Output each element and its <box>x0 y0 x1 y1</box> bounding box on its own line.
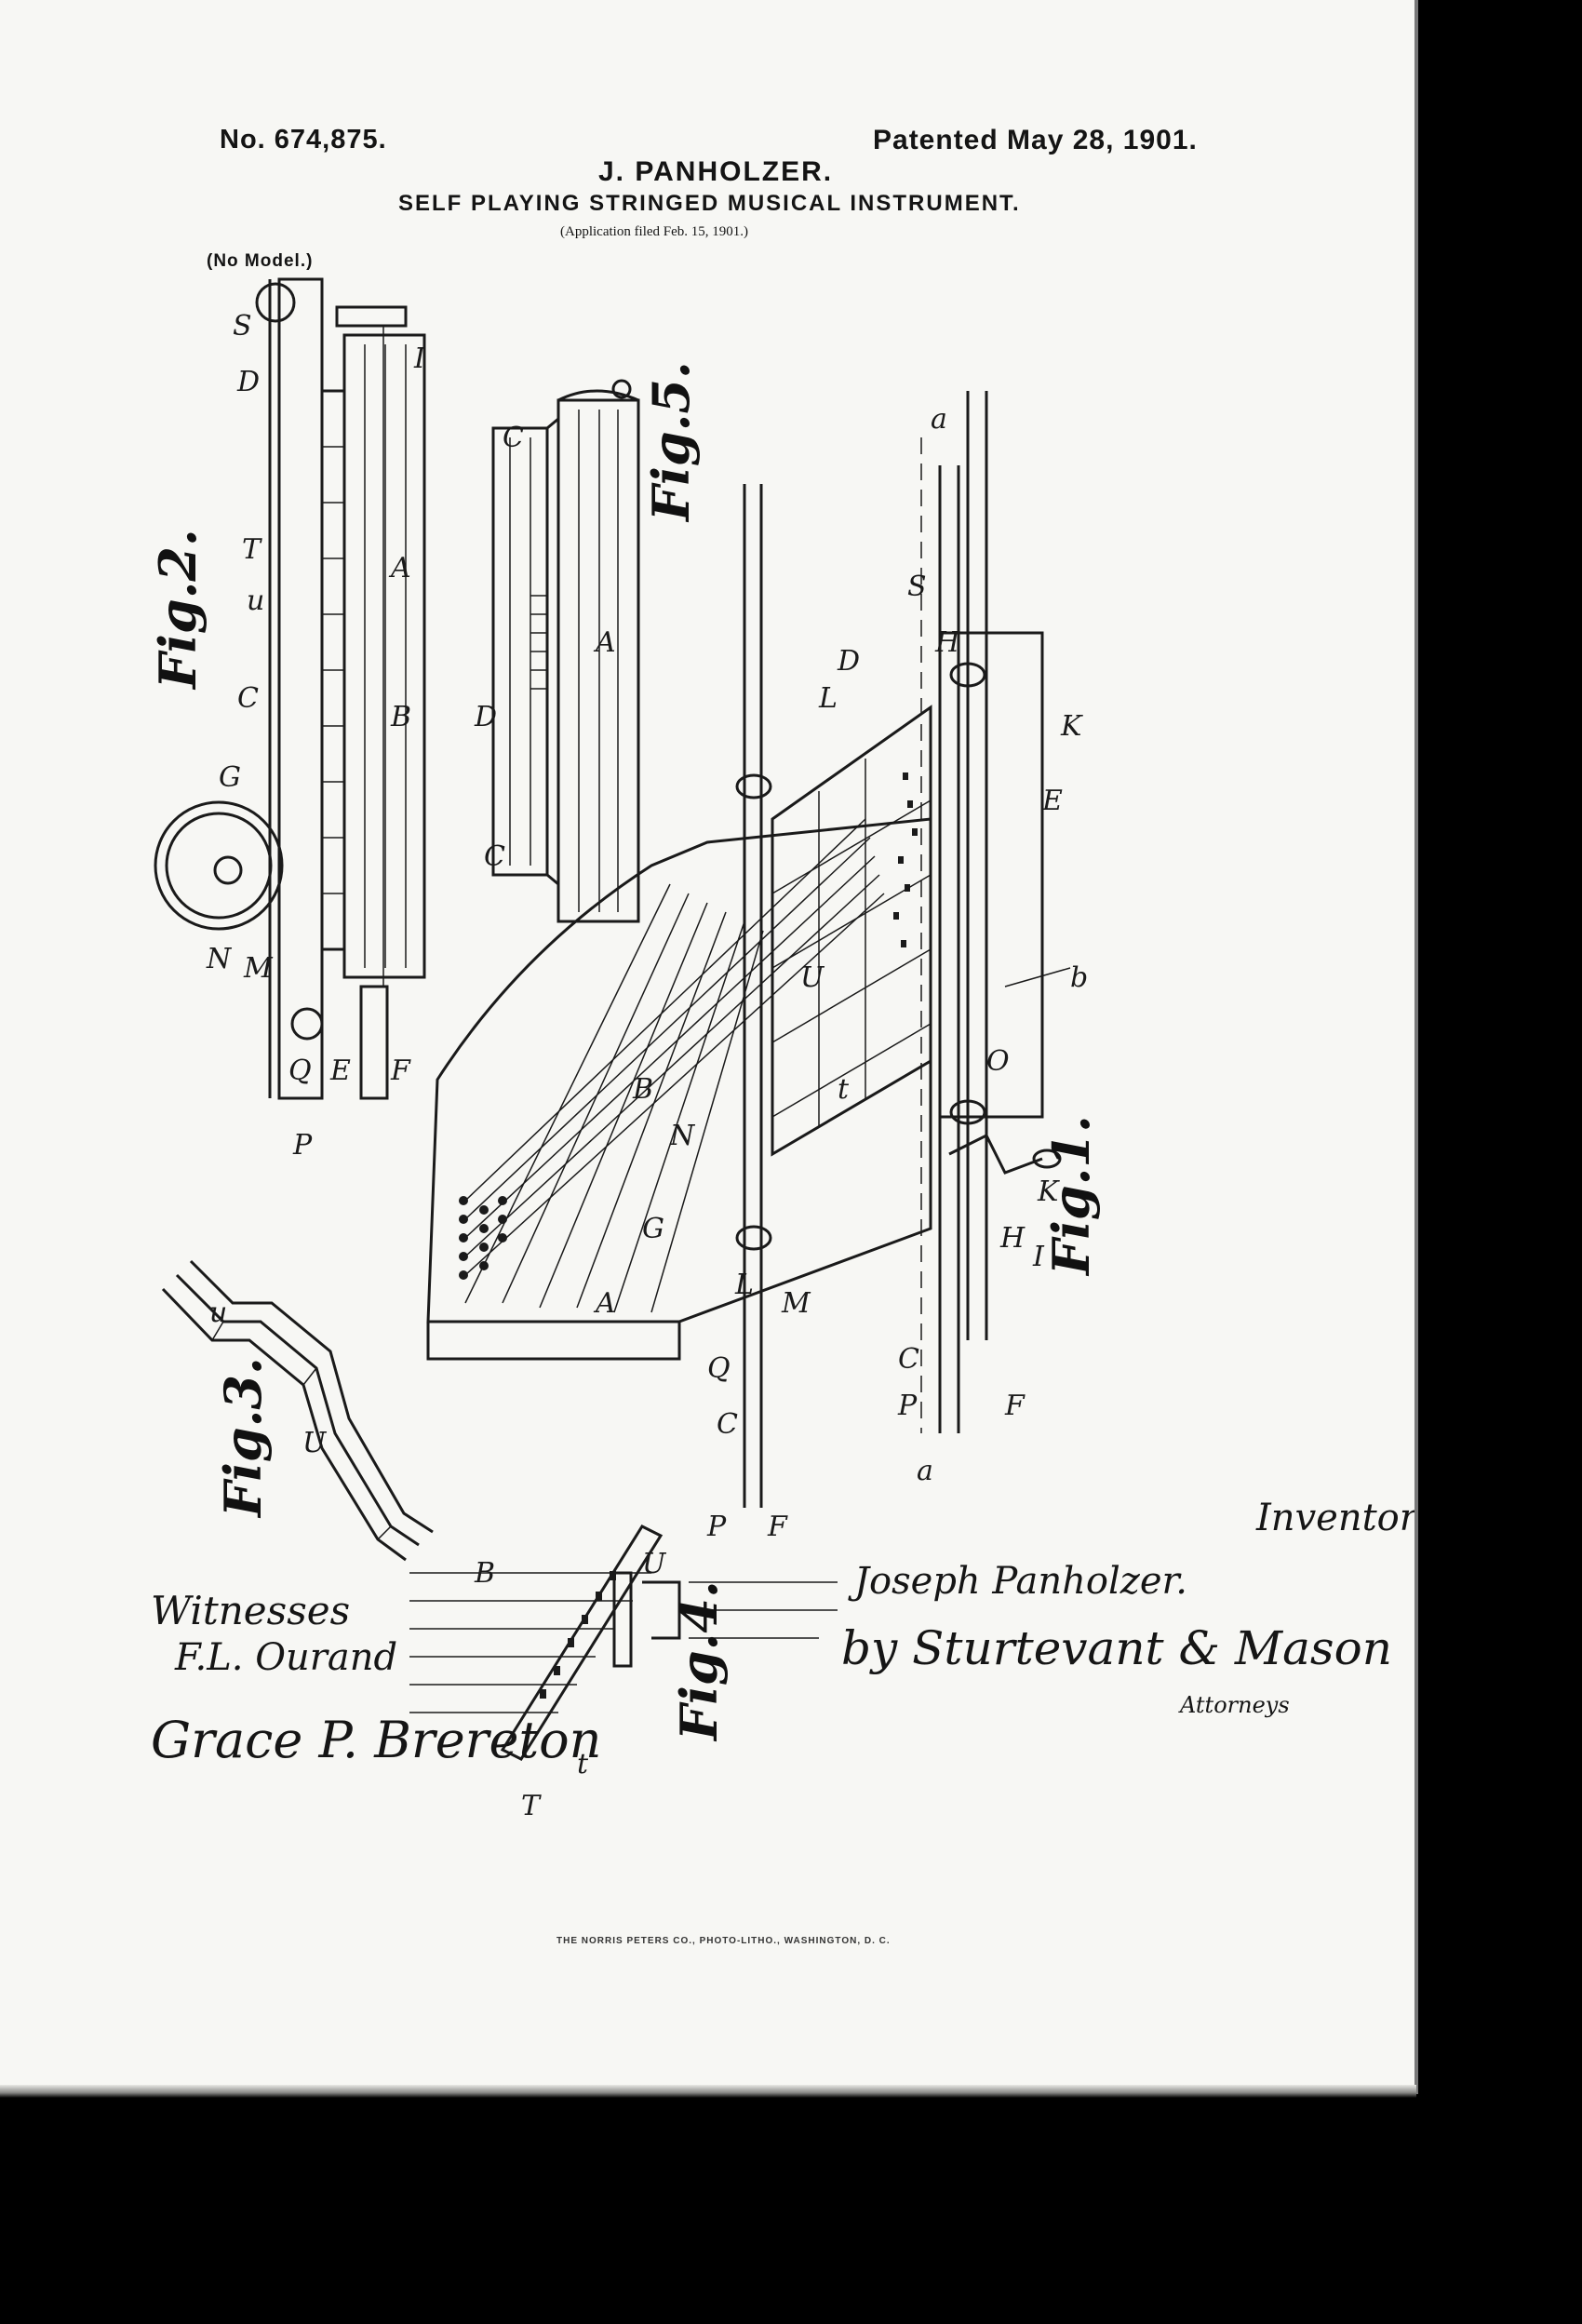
ref-letter-q-fig2: Q <box>288 1055 312 1087</box>
ref-letter-c-fig5-lower: C <box>484 840 505 873</box>
ref-letter-h-lower: H <box>999 1222 1026 1255</box>
figure-1-drawing <box>426 391 1071 1508</box>
ref-letter-b-fig2: B <box>390 701 411 733</box>
attorneys-label: Attorneys <box>1180 1692 1290 1718</box>
printer-credit: THE NORRIS PETERS CO., PHOTO-LITHO., WAS… <box>556 1936 891 1946</box>
patent-number: No. 674,875. <box>220 125 387 154</box>
ref-letter-e-fig1: E <box>1041 785 1063 817</box>
model-note: (No Model.) <box>207 251 314 271</box>
ref-letter-a-top: a <box>931 403 947 436</box>
ref-letter-l-lower: L <box>734 1269 754 1301</box>
patented-date: Patented May 28, 1901. <box>873 125 1198 155</box>
ref-letter-f-fig2: F <box>390 1055 411 1087</box>
ref-letter-l-fig1: L <box>818 682 838 715</box>
ref-letter-a-fig2: A <box>388 552 411 584</box>
ref-letter-g-fig1: G <box>642 1213 664 1245</box>
figure-1-label: Fig.1. <box>1041 1115 1101 1277</box>
ref-letter-k-fig1: K <box>1060 710 1083 743</box>
ref-letter-a-bottom: a <box>917 1455 933 1487</box>
ref-letter-g: G <box>219 761 241 794</box>
ref-letter-n: N <box>206 943 233 975</box>
ref-letter-q-fig1: Q <box>707 1352 731 1385</box>
witness-1-signature: F.L. Ourand <box>175 1636 398 1679</box>
reference-letters: S D I T u A B C G N M Q P F E A C C D a … <box>206 310 1088 1822</box>
ref-letter-b-fig1: B <box>632 1073 653 1106</box>
attorney-signature: by Sturtevant & Mason <box>841 1621 1392 1675</box>
patent-title: SELF PLAYING STRINGED MUSICAL INSTRUMENT… <box>398 191 1021 216</box>
figure-4-drawing <box>409 1525 838 1761</box>
figure-3-label: Fig.3. <box>213 1357 273 1519</box>
ref-letter-a-fig1: A <box>593 1287 616 1320</box>
figure-5-label: Fig.5. <box>641 361 701 523</box>
witness-2-signature: Grace P. Brereton <box>151 1711 602 1769</box>
sheet-right-edge <box>1414 0 1418 2094</box>
figure-4-label: Fig.4. <box>669 1580 729 1742</box>
ref-letter-d-fig1: D <box>837 645 860 678</box>
ref-letter-a-fig5: A <box>593 626 616 659</box>
patent-drawing: Fig.2. Fig.5. Fig.1. Fig.3. Fig.4. S D I… <box>148 277 1101 1822</box>
inventor-label: Inventor. <box>1256 1497 1416 1539</box>
ref-letter-e-fig2: E <box>329 1055 351 1087</box>
ref-letter-p-fig1-lower: P <box>706 1511 727 1543</box>
ref-letter-b-section: b <box>1070 961 1088 994</box>
ref-letter-k-crank: K <box>1037 1175 1060 1208</box>
ref-letter-n-fig1: N <box>669 1120 696 1152</box>
ref-letter-d-fig5: D <box>474 701 497 733</box>
figure-3-drawing <box>161 1259 434 1562</box>
application-date: (Application filed Feb. 15, 1901.) <box>560 224 749 239</box>
ref-letter-m-fig2: M <box>243 952 274 985</box>
ref-letter-c-fig1: C <box>717 1408 738 1441</box>
ref-letter-i: I <box>413 343 426 375</box>
figure-2-drawing <box>154 277 426 1100</box>
ref-letter-f-fig1: F <box>767 1511 788 1543</box>
ref-letter-t-lower-fig4: t <box>577 1748 589 1780</box>
ref-letter-h-fig1: H <box>934 626 960 659</box>
figure-5-drawing <box>491 379 640 923</box>
ref-letter-i-fig1: I <box>1032 1241 1045 1273</box>
ref-letter-p-fig2: P <box>292 1129 313 1162</box>
ref-letter-s-fig1: S <box>907 571 927 603</box>
ref-letter-t: T <box>242 533 262 566</box>
ref-letter-c-fig1-lower: C <box>898 1343 919 1376</box>
inventor-name: J. PANHOLZER. <box>598 156 834 187</box>
ref-letter-c-fig5: C <box>503 422 524 454</box>
ref-letter-t-fig1: t <box>838 1073 850 1106</box>
sheet-bottom-edge <box>0 2085 1416 2098</box>
patent-sheet: No. 674,875. J. PANHOLZER. Patented May … <box>0 0 1416 2094</box>
ref-letter-o-fig1: O <box>986 1045 1010 1078</box>
ref-letter-t-fig4: T <box>521 1790 542 1822</box>
ref-letter-u-fig3-b: U <box>302 1427 328 1459</box>
ref-letter-u-fig3: u <box>209 1296 227 1329</box>
ref-letter-s: S <box>233 310 252 343</box>
witnesses-label: Witnesses <box>151 1588 351 1633</box>
ref-letter-f-fig1-right: F <box>1004 1390 1026 1422</box>
ref-letter-b-fig4: B <box>474 1557 495 1590</box>
ref-letter-u-fig1: U <box>800 961 825 994</box>
ref-letter-u-fig4: U <box>642 1548 667 1580</box>
ref-letter-c-fig2: C <box>237 682 259 715</box>
ref-letter-p-fig1: P <box>897 1390 918 1422</box>
ref-letter-d: D <box>236 366 260 398</box>
inventor-signature: Joseph Panholzer. <box>854 1560 1187 1603</box>
ref-letter-m-fig1: M <box>781 1287 811 1320</box>
ref-letter-u-lower: u <box>247 584 264 617</box>
figure-2-label: Fig.2. <box>148 529 208 691</box>
